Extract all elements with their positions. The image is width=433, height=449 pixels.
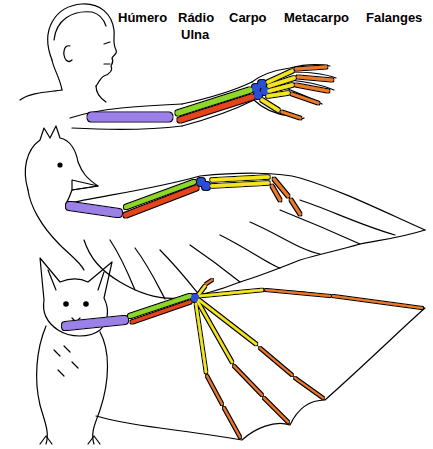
- bone-label: Húmero: [118, 10, 167, 25]
- bat-wing-bones: [66, 280, 422, 437]
- bone-label: Metacarpo: [284, 10, 349, 25]
- bone-label: Rádio: [178, 10, 214, 25]
- human-arm-bones: [92, 67, 332, 120]
- bone-label: Ulna: [181, 27, 209, 42]
- bone-label: Carpo: [229, 10, 267, 25]
- bone-label: Falanges: [366, 10, 422, 25]
- bat-figure: [37, 258, 425, 444]
- bird-wing-bones: [70, 177, 300, 215]
- bird-figure: [25, 126, 425, 299]
